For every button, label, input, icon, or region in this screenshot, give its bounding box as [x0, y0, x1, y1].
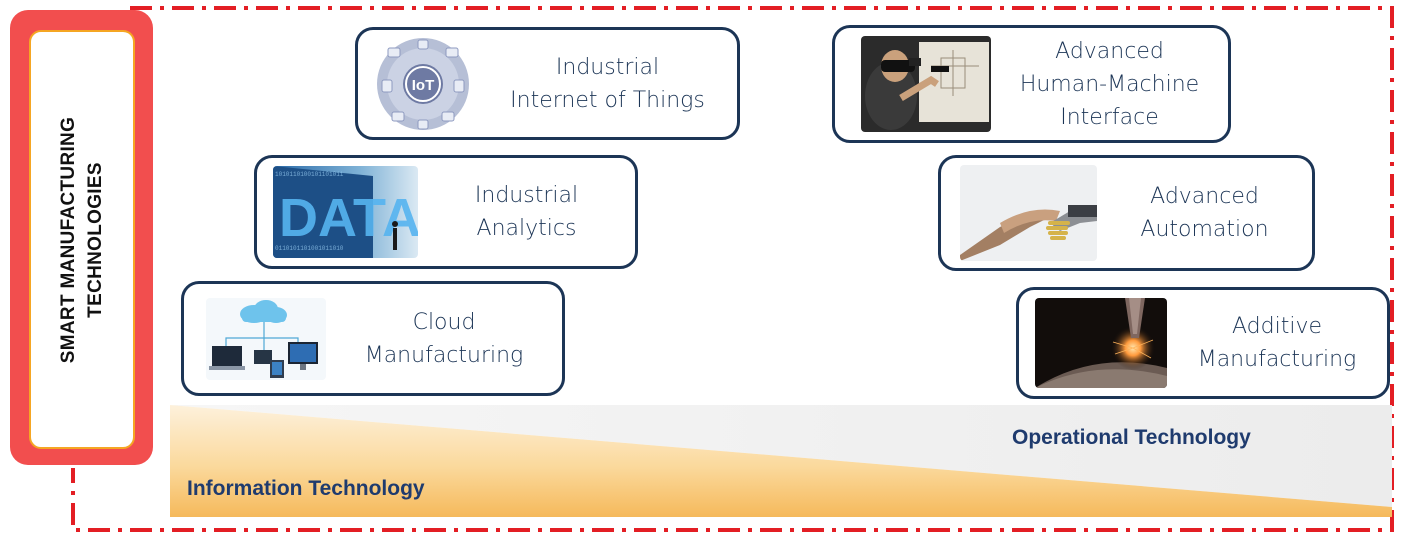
information-technology-label: Information Technology: [187, 477, 425, 500]
side-label-inner: [29, 30, 135, 449]
card-label-industrial-analytics: Industrial Analytics: [474, 183, 579, 241]
card-label-advanced-automation: Advanced Automation: [1140, 184, 1269, 242]
svg-text:0110101101001011010: 0110101101001011010: [275, 245, 344, 252]
cloud-devices-image: [206, 297, 326, 380]
svg-text:DATA: DATA: [279, 188, 418, 248]
svg-text:IoT: IoT: [412, 77, 435, 94]
card-cloud-manufacturing: Cloud Manufacturing: [181, 281, 565, 396]
operational-technology-label: Operational Technology: [1012, 426, 1251, 449]
card-additive-manufacturing: Additive Manufacturing: [1016, 287, 1390, 399]
side-label-text: SMART MANUFACTURING TECHNOLOGIES: [55, 30, 109, 450]
it-wedge: [170, 405, 1392, 517]
card-label-additive-manufacturing: Additive Manufacturing: [1197, 314, 1357, 372]
vr-headset-image: [861, 36, 991, 132]
card-industrial-iot: IoT Industrial Internet of Things: [355, 27, 740, 140]
3d-printing-image: [1035, 298, 1167, 388]
robot-handshake-image: [960, 165, 1097, 261]
card-industrial-analytics: DATA 1010110100101101011 011010110100101…: [254, 155, 638, 269]
side-label-line2: TECHNOLOGIES: [85, 162, 106, 318]
side-label-line1: SMART MANUFACTURING: [58, 116, 79, 364]
card-label-cloud-manufacturing: Cloud Manufacturing: [364, 309, 524, 368]
card-advanced-hmi: Advanced Human-Machine Interface: [832, 25, 1231, 143]
it-ot-band: [170, 405, 1392, 517]
data-wall-image: DATA 1010110100101101011 011010110100101…: [273, 166, 418, 258]
iot-icon: IoT: [368, 34, 478, 134]
card-label-industrial-iot: Industrial Internet of Things: [510, 54, 705, 113]
svg-text:1010110100101101011: 1010110100101101011: [275, 171, 344, 178]
card-advanced-automation: Advanced Automation: [938, 155, 1315, 271]
card-label-advanced-hmi: Advanced Human-Machine Interface: [1019, 38, 1200, 130]
